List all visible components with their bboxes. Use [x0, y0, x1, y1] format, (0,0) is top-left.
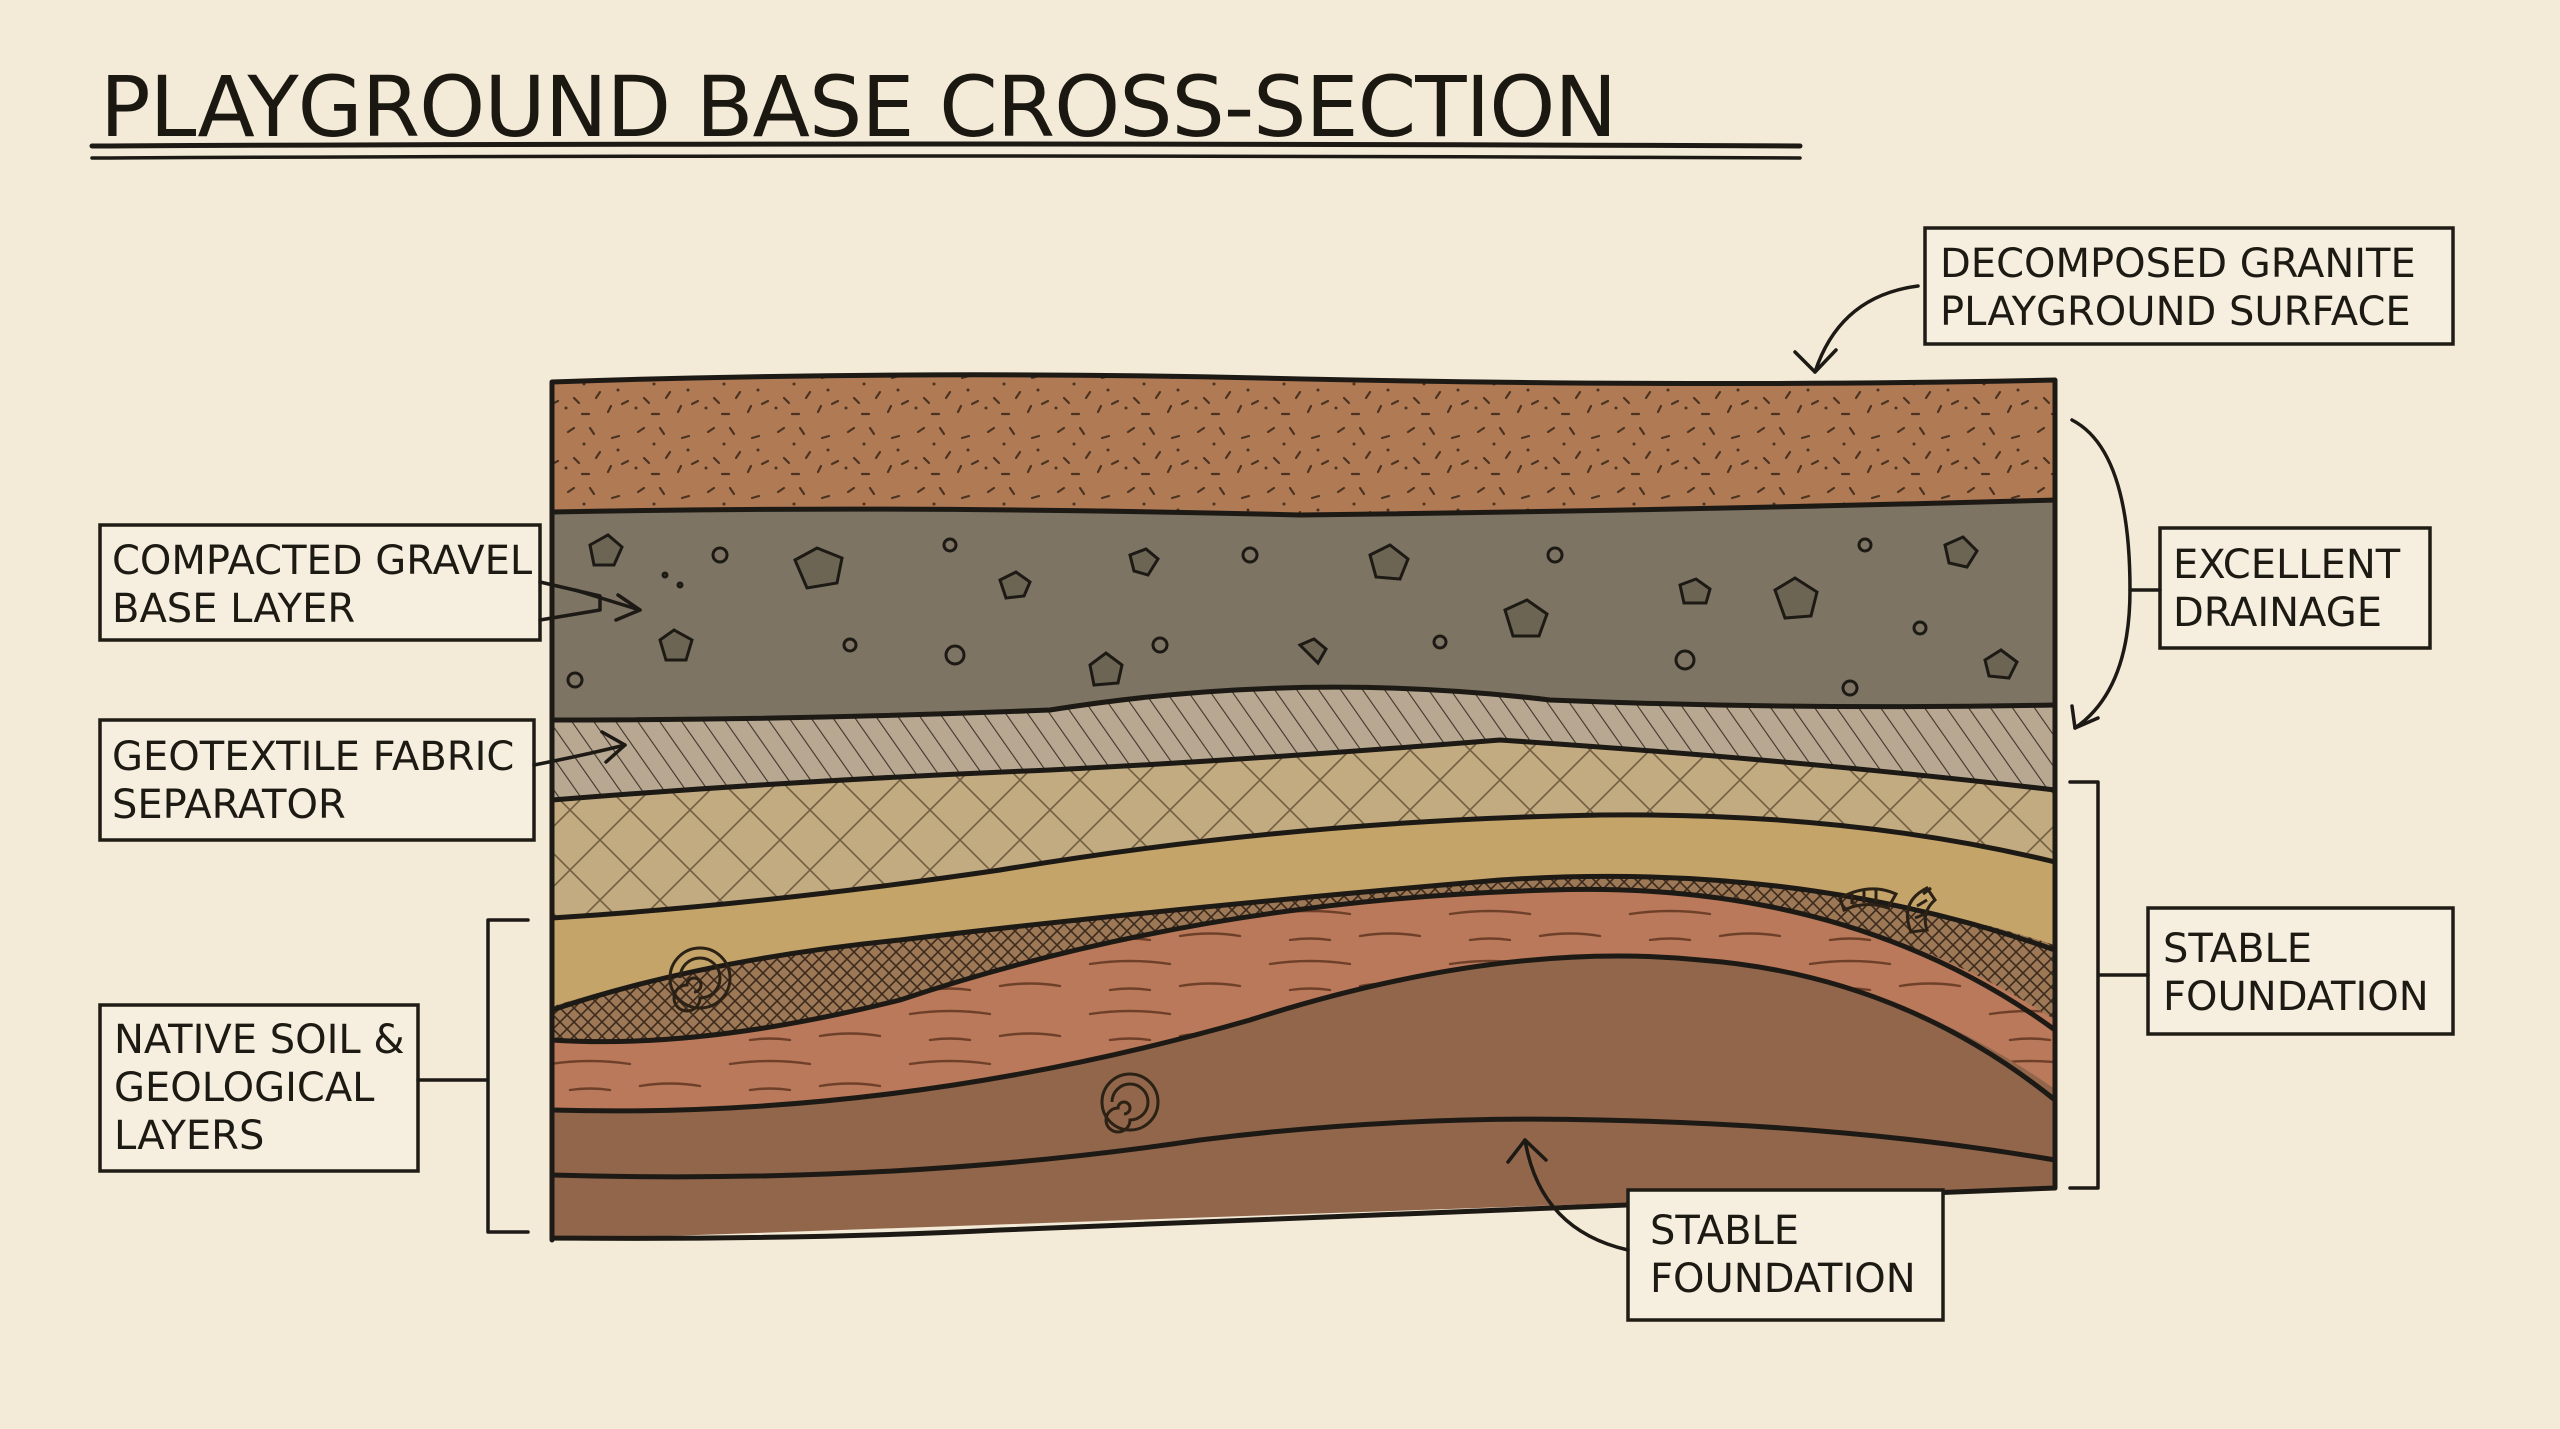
label-stable-foundation-bottom: STABLE FOUNDATION: [1506, 1138, 1945, 1322]
svg-text:DECOMPOSED GRANITE: DECOMPOSED GRANITE: [1940, 241, 2416, 287]
svg-text:LAYERS: LAYERS: [114, 1113, 264, 1159]
ammonite-icon: [668, 946, 732, 1013]
svg-text:COMPACTED GRAVEL: COMPACTED GRAVEL: [112, 538, 533, 584]
layer-rust-streaks: [552, 889, 2055, 1111]
svg-text:STABLE: STABLE: [1650, 1208, 1799, 1254]
layer-decomposed-granite-texture: [552, 374, 2055, 515]
cross-section-block: [552, 374, 2055, 1240]
page-title: PLAYGROUND BASE CROSS-SECTION: [100, 58, 1616, 156]
svg-text:PLAYGROUND SURFACE: PLAYGROUND SURFACE: [1940, 289, 2411, 335]
shell-fragment-icon: [1906, 886, 1937, 934]
layer-crosshatch-pattern: [552, 876, 2055, 1042]
label-excellent-drainage: EXCELLENT DRAINAGE: [2070, 418, 2432, 730]
svg-text:BASE LAYER: BASE LAYER: [112, 586, 355, 632]
arrow-geotextile: [532, 743, 627, 767]
arrow-surface: [1813, 284, 1920, 374]
label-stable-foundation-right: STABLE FOUNDATION: [2068, 780, 2455, 1190]
arrow-foundation-bottom: [1523, 1138, 1630, 1252]
svg-text:EXCELLENT: EXCELLENT: [2173, 542, 2401, 588]
svg-text:NATIVE SOIL &: NATIVE SOIL &: [114, 1017, 405, 1063]
shell-fragment-icon: [1838, 887, 1899, 913]
svg-text:DRAINAGE: DRAINAGE: [2173, 590, 2382, 636]
svg-text:GEOTEXTILE FABRIC: GEOTEXTILE FABRIC: [112, 734, 514, 780]
svg-text:SEPARATOR: SEPARATOR: [112, 782, 346, 828]
svg-text:FOUNDATION: FOUNDATION: [2163, 974, 2429, 1020]
ammonite-icon: [1100, 1072, 1160, 1134]
title-underline: [89, 141, 1803, 149]
layer-boundaries: [549, 497, 2058, 1180]
label-compacted-gravel: COMPACTED GRAVEL BASE LAYER: [98, 523, 642, 642]
title-underline-secondary: [90, 154, 1802, 160]
foundation-brace-right: [2068, 780, 2150, 1190]
native-soil-brace: [416, 918, 530, 1234]
arrow-gravel: [573, 588, 642, 612]
svg-text:FOUNDATION: FOUNDATION: [1650, 1256, 1916, 1302]
label-decomposed-granite: DECOMPOSED GRANITE PLAYGROUND SURFACE: [1793, 226, 2455, 374]
svg-text:STABLE: STABLE: [2163, 926, 2312, 972]
label-geotextile: GEOTEXTILE FABRIC SEPARATOR: [98, 718, 627, 842]
svg-text:GEOLOGICAL: GEOLOGICAL: [114, 1065, 375, 1111]
gravel-stones: [566, 533, 2019, 697]
label-native-soil: NATIVE SOIL & GEOLOGICAL LAYERS: [98, 918, 530, 1234]
fossils: [668, 886, 1937, 1134]
